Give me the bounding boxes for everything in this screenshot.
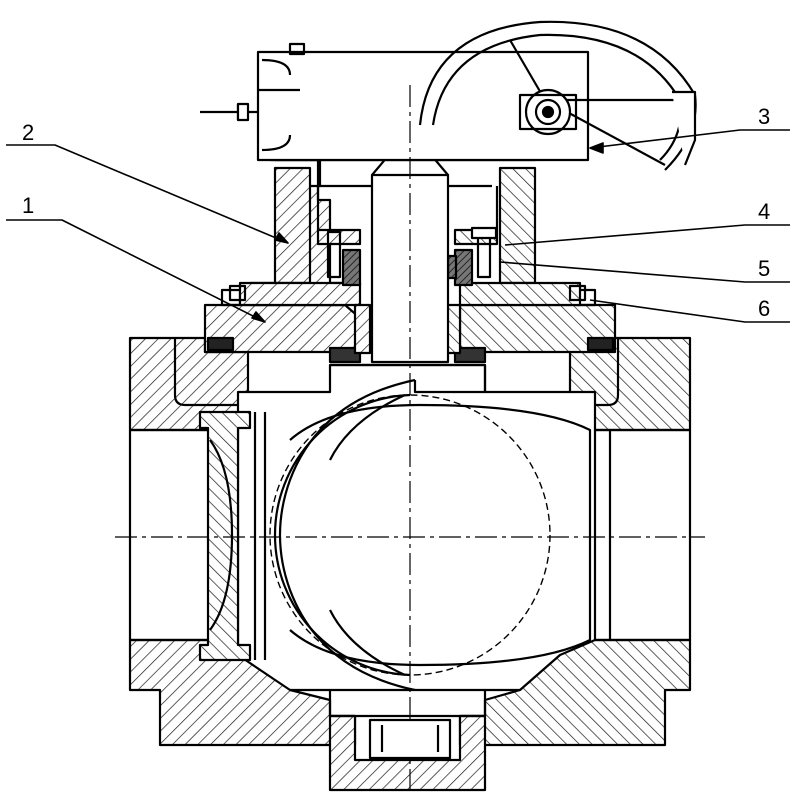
handwheel-spoke-1 xyxy=(509,39,546,101)
callout-2: 2 xyxy=(22,120,34,145)
centerlines xyxy=(115,85,705,790)
bottom-plug xyxy=(368,718,452,760)
plug-port-solid xyxy=(273,393,411,677)
callout-labels: 1 2 3 4 5 6 xyxy=(22,104,770,321)
bushing-left xyxy=(328,346,362,364)
leader-lines xyxy=(6,129,790,323)
gasket-right xyxy=(586,336,615,352)
plug-curve-inner xyxy=(329,393,406,461)
gasket-left xyxy=(206,336,235,352)
bracket-base-right xyxy=(458,281,582,307)
gearbox-left-curve-2 xyxy=(261,134,292,152)
handwheel xyxy=(418,20,697,171)
drain-plug xyxy=(368,718,452,760)
leader-1-arrow xyxy=(251,311,266,323)
gland-assembly xyxy=(316,186,499,355)
seat-ring-insert xyxy=(209,439,234,631)
plug-lower-tang xyxy=(328,688,487,718)
plug-port xyxy=(269,394,551,676)
packing-ring-right-2 xyxy=(446,254,458,280)
plug-outline xyxy=(289,403,592,667)
bushing-right xyxy=(453,346,487,364)
left-flange-bore-upper xyxy=(173,338,238,407)
gland-nut-right xyxy=(470,226,498,240)
stem-bushing-left xyxy=(353,303,372,355)
bracket-base xyxy=(238,281,362,307)
plug xyxy=(269,363,592,718)
bracket-bolt-right xyxy=(568,284,587,302)
callout-5: 5 xyxy=(758,256,770,281)
seat-ring-hatch xyxy=(198,410,252,662)
plug-curve-left xyxy=(278,378,416,692)
gland-bolt-left xyxy=(326,230,342,279)
right-flange-bore-upper xyxy=(595,338,620,407)
callout-1: 1 xyxy=(22,193,34,218)
plug-upper-tang xyxy=(330,363,487,394)
handwheel-handle xyxy=(672,90,697,166)
left-seat-ring xyxy=(198,410,267,662)
leader-6 xyxy=(589,299,790,323)
gearbox-screw-top xyxy=(288,42,306,56)
callout-4: 4 xyxy=(758,199,770,224)
bracket xyxy=(228,158,587,307)
plug-curve-inner-low xyxy=(329,609,406,677)
gearbox-left-curve xyxy=(261,58,292,76)
leader-3-arrow xyxy=(589,142,604,154)
bracket-right-wall xyxy=(498,166,537,285)
indicator-block xyxy=(236,102,250,122)
right-flange-lower xyxy=(458,638,692,747)
indicator-arrow xyxy=(200,104,258,120)
leader-2 xyxy=(6,144,289,244)
leader-2-arrow xyxy=(274,232,289,244)
handwheel-hub-block xyxy=(518,93,578,131)
packing-right xyxy=(453,248,474,287)
leader-5 xyxy=(499,261,790,283)
callout-3: 3 xyxy=(758,104,770,129)
handwheel-boss xyxy=(541,105,555,119)
leader-1 xyxy=(6,219,266,323)
callout-6: 6 xyxy=(758,296,770,321)
packing-left xyxy=(341,248,362,287)
bracket-bolt-left xyxy=(228,284,247,302)
bracket-left-wall xyxy=(273,166,312,285)
leader-4 xyxy=(504,224,790,246)
leader-3 xyxy=(589,129,790,149)
inner-upper-wall xyxy=(248,363,570,394)
